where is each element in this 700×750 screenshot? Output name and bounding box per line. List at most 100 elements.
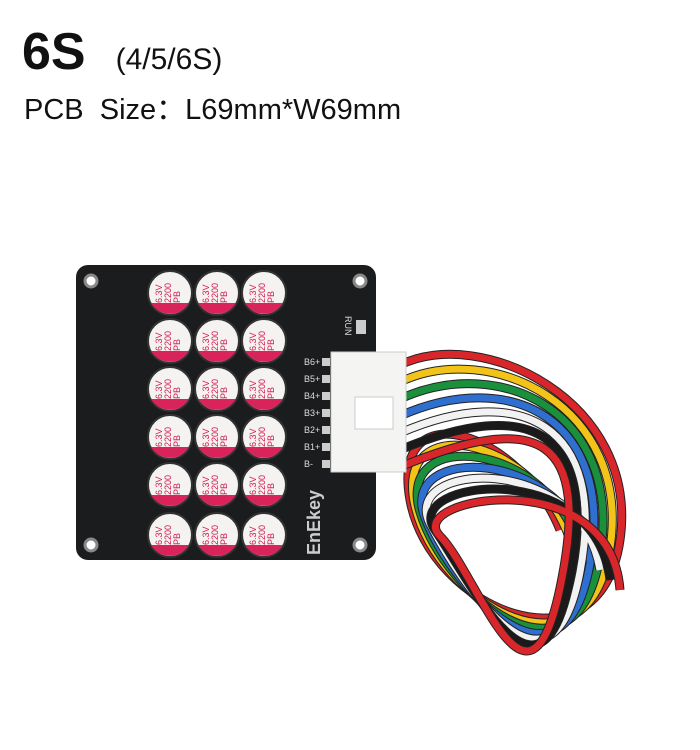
pin-pad bbox=[322, 460, 330, 468]
wire bbox=[398, 435, 624, 655]
capacitor-label: 2200 bbox=[257, 283, 267, 303]
capacitor-label: 2200 bbox=[163, 525, 173, 545]
capacitor-label: 2200 bbox=[257, 525, 267, 545]
capacitor-label: 6.3V bbox=[248, 476, 258, 495]
size-label: PCB Size： bbox=[24, 94, 186, 126]
pin-label: B- bbox=[304, 459, 313, 469]
capacitor-label: PB bbox=[266, 533, 276, 545]
capacitor-label: 6.3V bbox=[248, 284, 258, 303]
capacitor-label: 2200 bbox=[257, 379, 267, 399]
capacitor-label: PB bbox=[172, 291, 182, 303]
capacitor-label: 2200 bbox=[210, 379, 220, 399]
capacitor-label: 2200 bbox=[257, 427, 267, 447]
pin-labels: B6+ B5+ B4+ B3+ B2+ B1+ B- bbox=[304, 357, 330, 469]
run-label: RUN bbox=[343, 316, 353, 336]
capacitor-label: 2200 bbox=[163, 427, 173, 447]
connector bbox=[330, 351, 407, 473]
capacitor-label: 2200 bbox=[163, 475, 173, 495]
capacitor-label: 2200 bbox=[210, 283, 220, 303]
pin-label: B6+ bbox=[304, 357, 320, 367]
capacitor-label: PB bbox=[266, 483, 276, 495]
capacitor-label: 6.3V bbox=[201, 284, 211, 303]
mounting-holes bbox=[83, 273, 368, 553]
pin-label: B3+ bbox=[304, 408, 320, 418]
capacitor-label: 6.3V bbox=[248, 332, 258, 351]
model-variants: (4/5/6S) bbox=[115, 43, 223, 76]
capacitor-label: 2200 bbox=[210, 331, 220, 351]
model-name: 6S bbox=[22, 23, 86, 81]
capacitor-label: 2200 bbox=[163, 331, 173, 351]
capacitor-label: PB bbox=[219, 533, 229, 545]
pin-pad bbox=[322, 358, 330, 366]
capacitor-label: PB bbox=[219, 387, 229, 399]
capacitor-label: 6.3V bbox=[201, 380, 211, 399]
capacitor-label: 6.3V bbox=[154, 284, 164, 303]
capacitor-label: 2200 bbox=[210, 475, 220, 495]
capacitor-label: PB bbox=[219, 339, 229, 351]
capacitor-label: PB bbox=[266, 339, 276, 351]
title: 6S (4/5/6S) bbox=[22, 22, 222, 82]
pin-label: B1+ bbox=[304, 442, 320, 452]
capacitor-label: 2200 bbox=[163, 283, 173, 303]
brand-logo: EnEkey bbox=[304, 490, 324, 555]
capacitor-label: PB bbox=[266, 291, 276, 303]
pin-pad bbox=[322, 426, 330, 434]
pin-label: B4+ bbox=[304, 391, 320, 401]
capacitor-label: PB bbox=[219, 291, 229, 303]
capacitor-label: 6.3V bbox=[154, 380, 164, 399]
run-switch[interactable] bbox=[356, 320, 366, 334]
size-value: L69mm*W69mm bbox=[185, 94, 402, 126]
pin-label: B5+ bbox=[304, 374, 320, 384]
capacitor-label: PB bbox=[172, 339, 182, 351]
pin-pad bbox=[322, 409, 330, 417]
capacitor-label: 6.3V bbox=[248, 526, 258, 545]
capacitor-label: 6.3V bbox=[201, 526, 211, 545]
capacitor-label: PB bbox=[219, 483, 229, 495]
capacitor-label: 2200 bbox=[257, 475, 267, 495]
pin-label: B2+ bbox=[304, 425, 320, 435]
capacitor-label: 6.3V bbox=[201, 428, 211, 447]
capacitor-label: PB bbox=[172, 533, 182, 545]
capacitor-label: PB bbox=[172, 435, 182, 447]
capacitor-label: 6.3V bbox=[154, 332, 164, 351]
capacitor-label: 6.3V bbox=[154, 476, 164, 495]
pin-pad bbox=[322, 375, 330, 383]
pin-pad bbox=[322, 443, 330, 451]
capacitor-label: PB bbox=[172, 483, 182, 495]
capacitor-label: PB bbox=[266, 435, 276, 447]
pcb-size: PCB Size：L69mm*W69mm bbox=[24, 86, 401, 128]
capacitor-label: PB bbox=[219, 435, 229, 447]
pin-pad bbox=[322, 392, 330, 400]
capacitor-label: 2200 bbox=[163, 379, 173, 399]
capacitor-label: PB bbox=[172, 387, 182, 399]
capacitor-label: 6.3V bbox=[248, 428, 258, 447]
capacitor-label: 2200 bbox=[257, 331, 267, 351]
capacitor-label: 6.3V bbox=[154, 428, 164, 447]
capacitor-label: 6.3V bbox=[201, 332, 211, 351]
capacitor-label: 6.3V bbox=[201, 476, 211, 495]
capacitor-label: PB bbox=[266, 387, 276, 399]
capacitor-label: 2200 bbox=[210, 427, 220, 447]
capacitor-label: 2200 bbox=[210, 525, 220, 545]
capacitor-label: 6.3V bbox=[154, 526, 164, 545]
